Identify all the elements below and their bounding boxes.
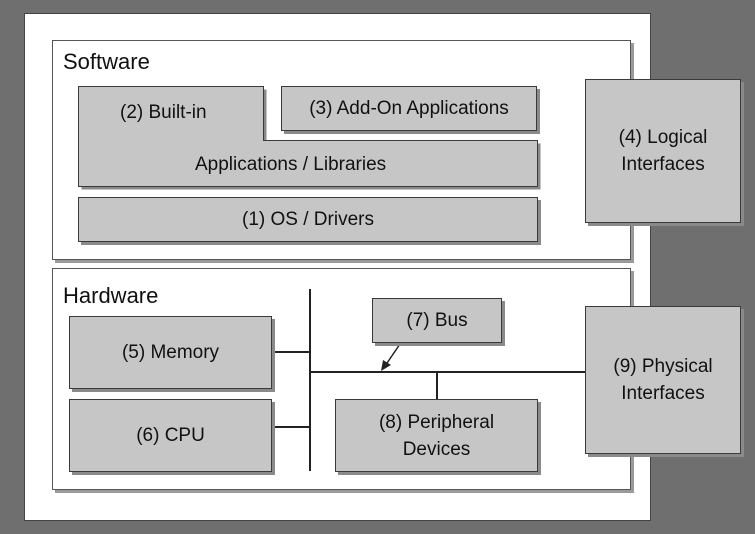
builtin-label: (2) Built-in bbox=[120, 102, 207, 123]
cpu-label: (6) CPU bbox=[136, 425, 205, 446]
addon-applications-label: (3) Add-On Applications bbox=[309, 98, 509, 119]
cpu-box: (6) CPU bbox=[69, 399, 272, 472]
applications-libraries-label: Applications / Libraries bbox=[195, 154, 387, 175]
memory-box: (5) Memory bbox=[69, 316, 272, 389]
memory-connector bbox=[272, 351, 310, 353]
logical-interfaces-label: (4) Logical Interfaces bbox=[618, 127, 708, 175]
bus-vertical-line bbox=[309, 289, 311, 471]
builtin-applications-block bbox=[78, 86, 541, 190]
hardware-title: Hardware bbox=[63, 283, 159, 308]
addon-applications-box: (3) Add-On Applications bbox=[281, 86, 537, 131]
physical-interfaces-box: (9) Physical Interfaces bbox=[585, 306, 741, 454]
peripheral-connector bbox=[436, 372, 438, 400]
physical-interfaces-label: (9) Physical Interfaces bbox=[613, 356, 713, 404]
bus-pointer-arrow bbox=[381, 343, 401, 371]
os-drivers-label: (1) OS / Drivers bbox=[242, 209, 374, 230]
os-drivers-box: (1) OS / Drivers bbox=[78, 197, 538, 242]
peripheral-devices-label: (8) Peripheral Devices bbox=[378, 411, 495, 460]
peripheral-devices-box: (8) Peripheral Devices bbox=[335, 399, 538, 472]
bus-horizontal-line bbox=[310, 371, 586, 373]
cpu-connector bbox=[272, 426, 310, 428]
software-title: Software bbox=[63, 49, 150, 74]
bus-box: (7) Bus bbox=[372, 298, 502, 343]
logical-interfaces-box: (4) Logical Interfaces bbox=[585, 79, 741, 223]
bus-label: (7) Bus bbox=[406, 310, 468, 331]
memory-label: (5) Memory bbox=[121, 342, 220, 363]
